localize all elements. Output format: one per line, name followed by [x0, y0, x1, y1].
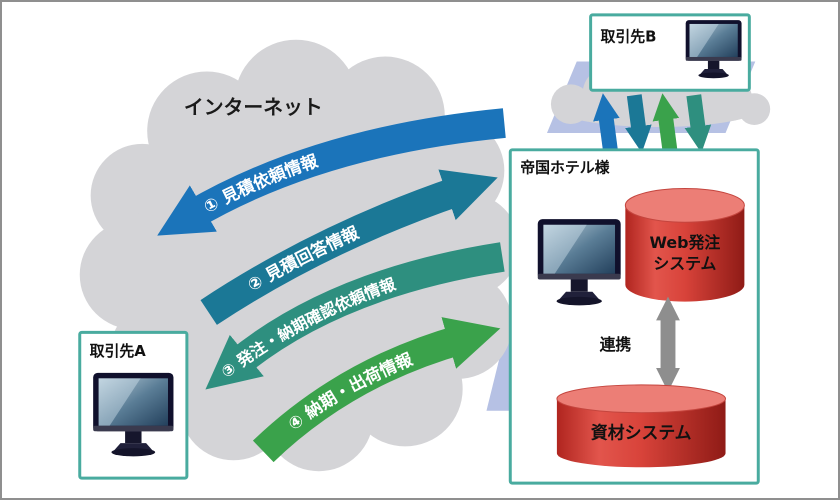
- material-system-label: 資材システム: [591, 422, 692, 442]
- web-system-label-line2: システム: [653, 254, 716, 273]
- partner-b-box: 取引先B: [589, 13, 751, 92]
- hotel-label: 帝国ホテル様: [520, 159, 609, 177]
- partner-b-label: 取引先B: [601, 28, 657, 46]
- flow-arrow-4: [252, 317, 501, 463]
- material-system-db-icon: 資材システム: [556, 384, 727, 468]
- partner-b-link-arrows: [593, 93, 712, 153]
- flow-arrow-3: [205, 242, 505, 390]
- hotel-box: 帝国ホテル様 Web発注 システム 連携 資材システム: [508, 148, 760, 485]
- flow-arrow-2: [200, 169, 498, 325]
- link-arrow-up-blue: [593, 93, 620, 152]
- web-system-label-line1: Web発注: [649, 233, 720, 252]
- web-order-system-db-icon: Web発注 システム: [624, 188, 745, 302]
- internet-label: インターネット: [184, 96, 323, 119]
- flow-arrow-1: [157, 108, 506, 236]
- link-arrow-down-teal: [625, 94, 652, 153]
- link-arrow-down-green: [684, 94, 712, 153]
- link-arrow-up-green: [652, 93, 680, 152]
- linkage-label: 連携: [600, 335, 632, 354]
- partner-a-label: 取引先A: [90, 342, 147, 360]
- partner-a-box: 取引先A: [78, 330, 189, 480]
